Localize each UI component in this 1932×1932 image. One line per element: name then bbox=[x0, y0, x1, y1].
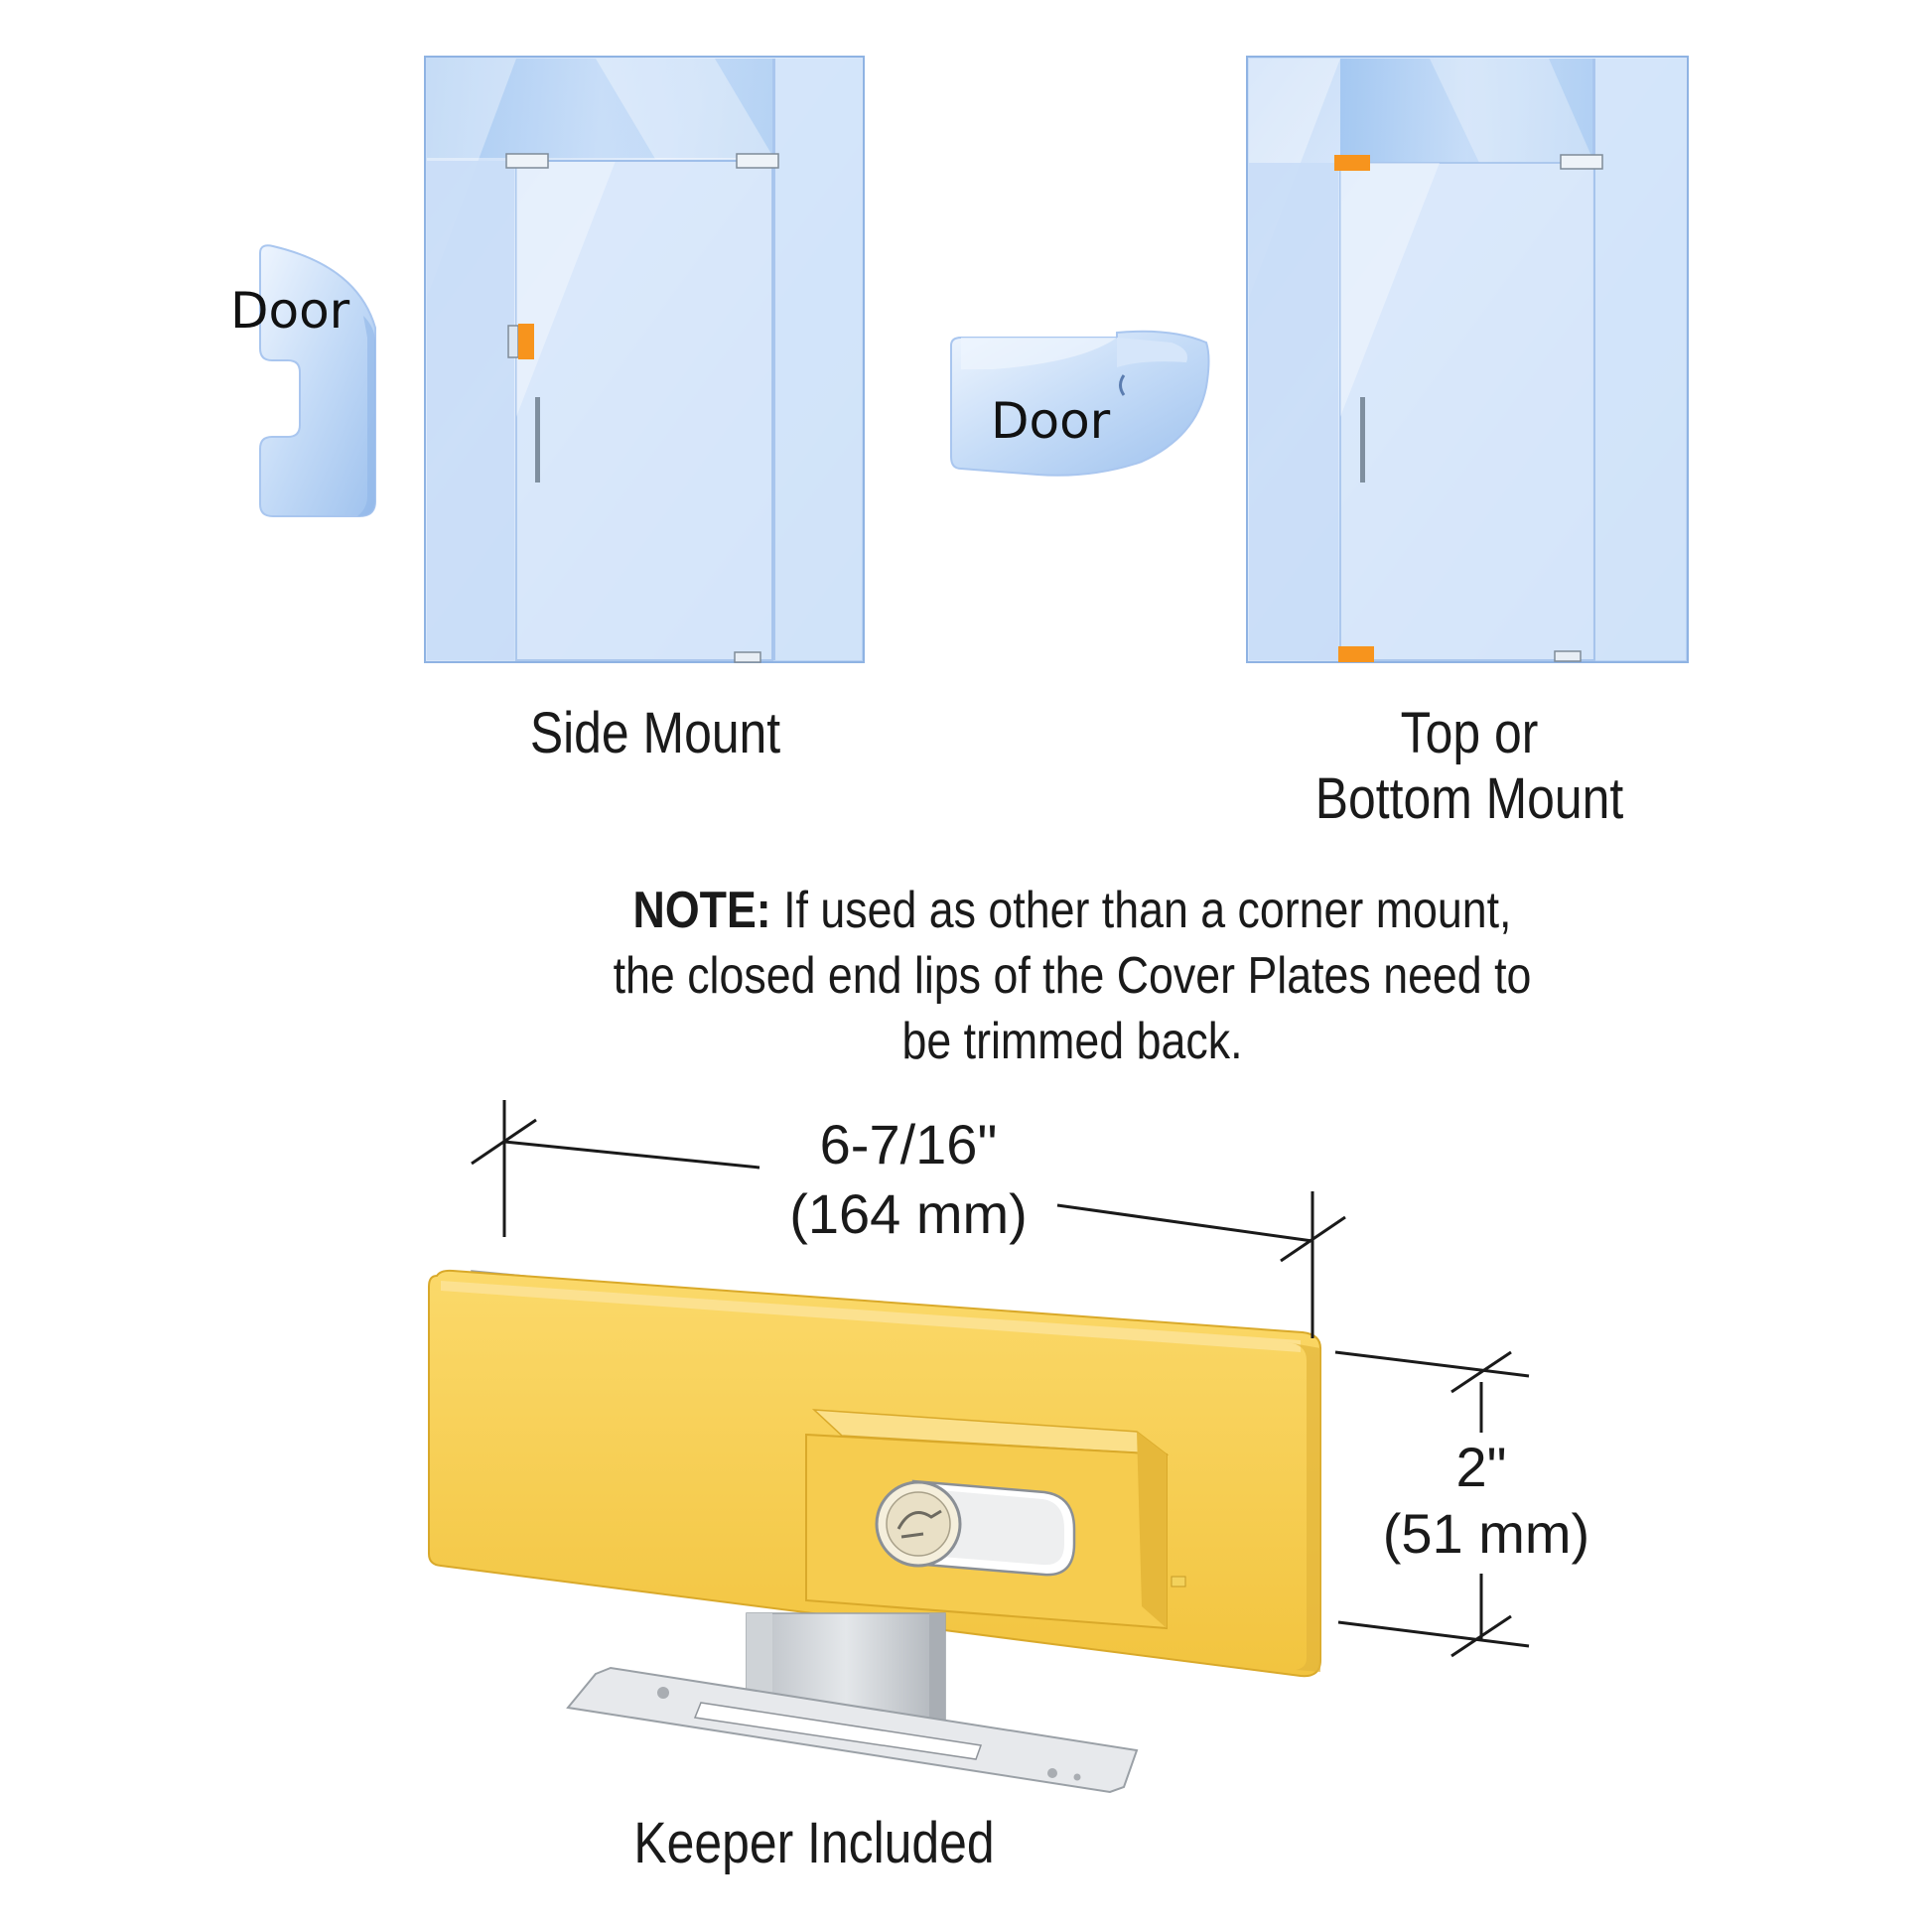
height-dimension bbox=[1334, 1350, 1530, 1658]
top-bottom-mount-label-line2: Bottom Mount bbox=[1314, 766, 1624, 831]
patch-lock-illustration bbox=[428, 1269, 1321, 1794]
door-piece-left bbox=[259, 244, 376, 517]
width-imperial-label: 6-7/16" bbox=[819, 1113, 998, 1175]
door-piece-right bbox=[950, 330, 1210, 477]
width-dimension bbox=[471, 1100, 1346, 1338]
side-mount-label: Side Mount bbox=[529, 701, 781, 765]
height-imperial-label: 2" bbox=[1455, 1436, 1507, 1498]
note-prefix: NOTE: bbox=[632, 882, 771, 939]
door-label-right: Door bbox=[991, 392, 1111, 450]
door-label-left: Door bbox=[230, 282, 350, 340]
width-metric-label: (164 mm) bbox=[789, 1182, 1028, 1245]
note-line1: NOTE: If used as other than a corner mou… bbox=[517, 878, 1627, 943]
height-metric-label: (51 mm) bbox=[1382, 1502, 1590, 1565]
note-line2: the closed end lips of the Cover Plates … bbox=[613, 947, 1532, 1005]
note-line3: be trimmed back. bbox=[901, 1013, 1243, 1070]
top-bottom-mount-illustration bbox=[1246, 56, 1689, 663]
side-mount-illustration bbox=[424, 56, 865, 663]
note-line1-text: If used as other than a corner mount, bbox=[783, 882, 1512, 939]
keeper-included-label: Keeper Included bbox=[633, 1811, 995, 1875]
top-bottom-mount-label-line1: Top or bbox=[1400, 701, 1539, 765]
